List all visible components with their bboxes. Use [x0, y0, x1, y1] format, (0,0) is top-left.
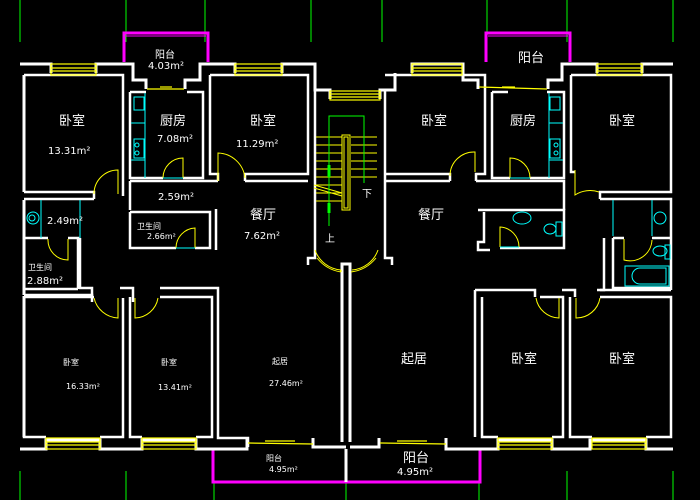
room-name: 卧室 — [511, 351, 537, 367]
right-bathtub — [624, 265, 670, 287]
room-area: 4.03m² — [148, 61, 184, 72]
doors — [47, 151, 653, 319]
room-area: 13.31m² — [48, 146, 90, 157]
room-name: 卧室 — [250, 113, 276, 129]
room-name: 阳台 — [155, 48, 175, 61]
door-right-se-bedroom — [575, 297, 601, 319]
sliding-door-left-south — [247, 440, 314, 445]
room-area: 7.62m² — [244, 231, 280, 242]
windows — [45, 63, 647, 450]
room-name: 厨房 — [510, 113, 536, 129]
right-stove — [549, 138, 561, 159]
door-right-ne-bedroom — [574, 170, 600, 196]
window-right-n — [411, 63, 463, 76]
room-name: 阳台 — [266, 453, 282, 463]
door-left-small-bath — [175, 227, 196, 249]
room-name: 阳台 — [403, 451, 429, 466]
balcony-rails — [122, 31, 572, 484]
sliding-door-left-north — [147, 86, 184, 90]
room-area: 11.29m² — [236, 139, 278, 150]
door-stair — [316, 257, 377, 273]
balcony-rail-left-north — [122, 31, 210, 62]
right-washbasin — [512, 211, 532, 225]
room-name: 厨房 — [160, 113, 186, 129]
left-stove — [133, 138, 145, 159]
door-left-kitchen — [162, 157, 184, 179]
right-wc-toilet — [652, 245, 668, 257]
balcony-rail-right-north — [484, 31, 572, 62]
door-left-nw-bedroom — [93, 169, 119, 195]
sliding-door-right-north — [478, 86, 548, 90]
door-right-wc — [623, 239, 653, 262]
room-name: 卧室 — [609, 113, 635, 129]
room-name: 卧室 — [609, 351, 635, 367]
balcony-rail-right-south — [346, 449, 482, 484]
balcony-rail-left-south — [211, 449, 346, 484]
window-stair — [329, 90, 381, 101]
window-right-s — [497, 437, 553, 450]
right-toilet — [543, 223, 557, 235]
room-name: 阳台 — [518, 51, 544, 66]
room-name: 起居 — [401, 352, 427, 367]
room-name: 餐厅 — [250, 207, 276, 223]
room-name: 卧室 — [161, 357, 177, 367]
room-name: 卧室 — [63, 357, 79, 367]
left-washer — [26, 211, 40, 225]
door-right-living — [351, 249, 379, 271]
door-left-living — [314, 249, 342, 271]
room-area: 13.41m² — [158, 383, 192, 392]
window-right-ne — [596, 63, 643, 76]
room-name: 卧室 — [421, 113, 447, 129]
door-left-n-bedroom — [217, 152, 246, 181]
window-left-sw — [45, 437, 101, 450]
room-area: 4.95m² — [397, 467, 433, 478]
room-name: 餐厅 — [418, 207, 444, 223]
right-sink — [549, 96, 561, 111]
right-unit-labels: 阳台 卧室 厨房 卧室 餐厅 起居 卧室 卧室 阳台 4.95m² — [397, 51, 635, 478]
spine-wall — [340, 262, 352, 442]
room-area: 2.88m² — [27, 276, 63, 287]
window-left-s — [141, 437, 197, 450]
left-unit-labels: 阳台 4.03m² 卧室 13.31m² 厨房 7.08m² 卧室 11.29m… — [27, 48, 303, 474]
door-left-wc — [47, 238, 69, 261]
door-left-s-bedroom — [134, 297, 159, 319]
staircase: 上 下 — [313, 115, 377, 245]
room-area: 7.08m² — [157, 134, 193, 145]
door-right-s-bedroom — [535, 297, 560, 319]
room-name: 卫生间 — [28, 262, 52, 272]
room-area: 2.66m² — [147, 232, 176, 241]
window-left-nw — [50, 63, 97, 76]
room-area: 16.33m² — [66, 382, 100, 391]
room-area: 27.46m² — [269, 379, 303, 388]
fixtures — [26, 93, 671, 287]
room-name: 卫生间 — [137, 221, 161, 231]
stair-down-label: 下 — [362, 189, 372, 200]
window-right-se — [591, 437, 647, 450]
stair-up-label: 上 — [325, 233, 335, 245]
room-area: 2.49m² — [47, 216, 83, 227]
door-left-sw-bedroom — [93, 297, 119, 319]
room-name: 起居 — [272, 357, 288, 366]
left-sink — [133, 96, 145, 111]
sliding-door-right-south — [379, 440, 447, 445]
door-right-n-bedroom — [449, 151, 476, 177]
door-right-kitchen — [509, 157, 531, 179]
right-washer — [653, 211, 667, 225]
room-name: 卧室 — [59, 113, 85, 129]
room-area: 4.95m² — [269, 465, 298, 474]
room-area: 2.59m² — [158, 192, 194, 203]
window-left-n — [234, 63, 283, 76]
door-right-bath — [499, 226, 520, 248]
